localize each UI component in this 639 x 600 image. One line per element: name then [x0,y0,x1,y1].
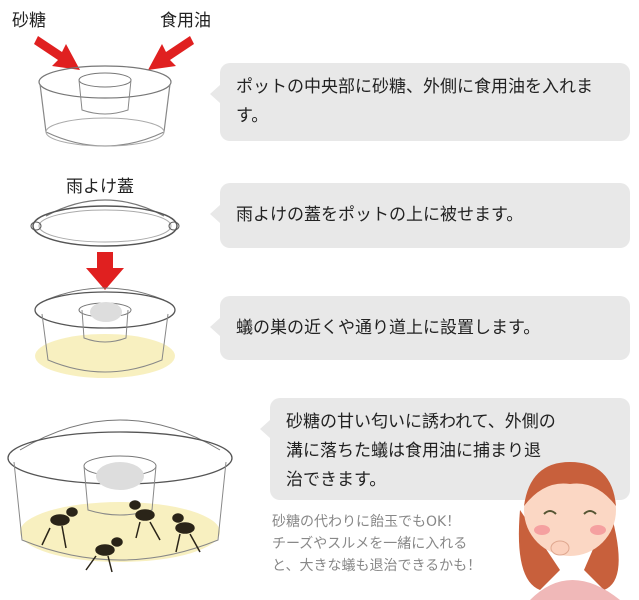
tip-line: チーズやスルメを一緒に入れる [272,536,468,552]
pot-with-ants-illustration [7,419,233,573]
step-1-text: ポットの中央部に砂糖、外側に食用油を入れます。 [236,77,593,126]
step-1-bubble: ポットの中央部に砂糖、外側に食用油を入れます。 [210,63,630,141]
step-3-bubble: 蟻の巣の近くや通り道上に設置します。 [210,296,630,360]
ant-icon [41,500,201,573]
tip-line: 砂糖の代わりに飴玉でもOK！ [272,514,461,530]
oil-label: 食用油 [160,11,211,31]
pot-illustration [34,36,194,147]
step-4-text: 砂糖の甘い匂いに誘われて、外側の溝に落ちた蟻は食用油に捕まり退治できます。 [286,412,556,490]
down-arrow-icon [86,252,124,290]
lid-label: 雨よけ蓋 [66,177,134,197]
tip-line: と、大きな蟻も退治できるかも！ [272,558,482,574]
assembled-pot-illustration [34,252,176,378]
character-illustration [518,462,620,600]
step-2-text: 雨よけの蓋をポットの上に被せます。 [236,205,524,225]
sugar-arrow-icon [34,36,80,70]
step-4-bubble: 砂糖の甘い匂いに誘われて、外側の溝に落ちた蟻は食用油に捕まり退治できます。 [260,398,630,500]
step-2-bubble: 雨よけの蓋をポットの上に被せます。 [210,183,630,248]
lid-illustration [30,199,180,247]
tip-note: 砂糖の代わりに飴玉でもOK！ チーズやスルメを一緒に入れる と、大きな蟻も退治で… [272,511,481,577]
oil-arrow-icon [148,36,194,70]
sugar-label: 砂糖 [12,11,46,31]
step-3-text: 蟻の巣の近くや通り道上に設置します。 [236,318,541,338]
